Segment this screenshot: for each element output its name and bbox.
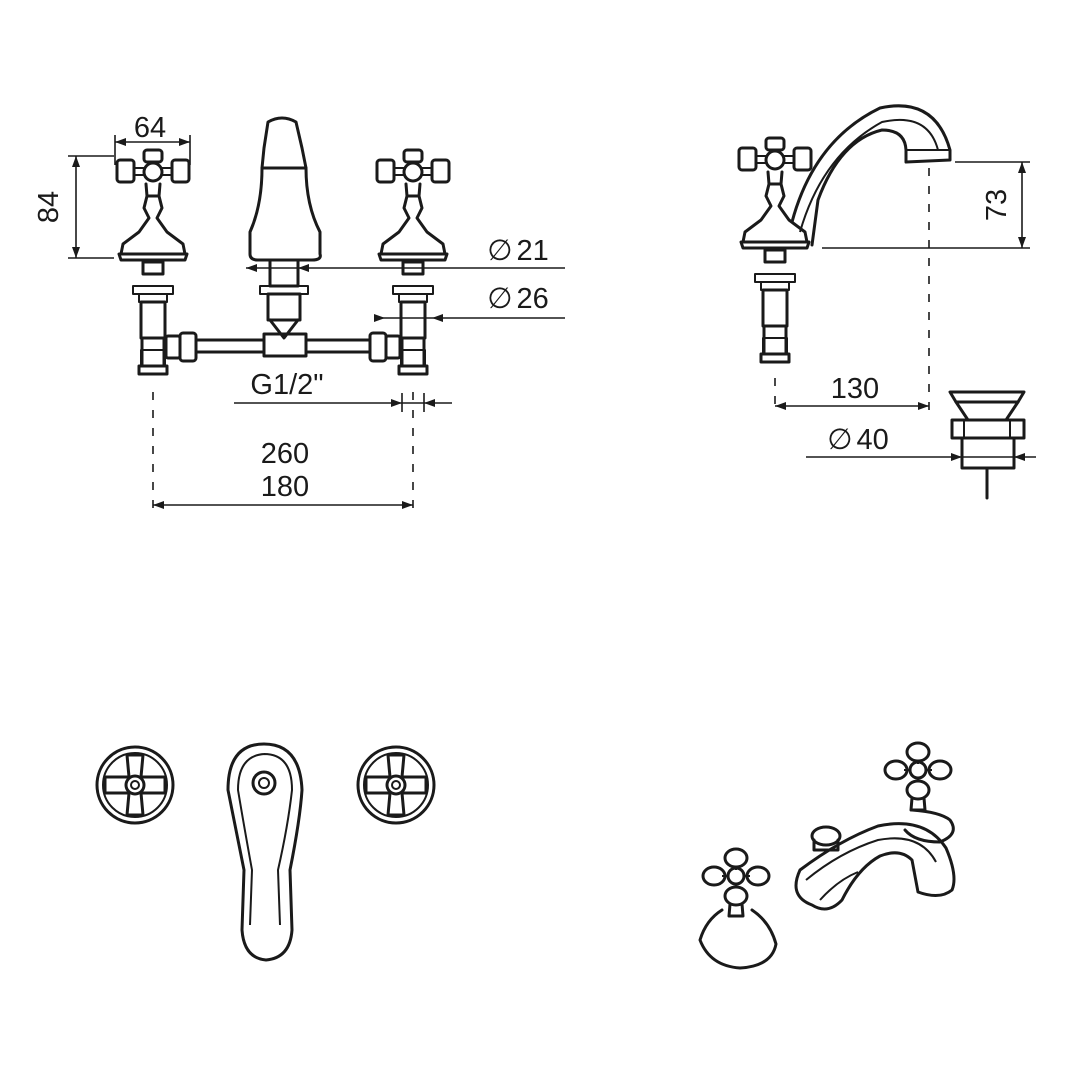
connecting-pipe <box>164 331 402 363</box>
dim-thread-g12: G1/2" <box>250 369 323 401</box>
drain-assembly <box>948 390 1026 500</box>
side-view: 73 130 ∅40 <box>737 104 1036 500</box>
dim-width-64: 64 <box>134 112 166 144</box>
dim-diameter-21: ∅21 <box>487 235 549 267</box>
iso-spout <box>794 822 956 911</box>
top-spout <box>226 742 304 962</box>
dim-overall-260: 260 <box>261 438 309 470</box>
top-view <box>95 742 436 962</box>
isometric-view <box>698 741 956 970</box>
dim-drain-diameter-40: ∅40 <box>827 424 889 456</box>
iso-front-handle <box>698 847 778 970</box>
front-view: 64 84 ∅21 ∅26 G1/2" 260 180 <box>33 112 565 510</box>
dim-spout-height-73: 73 <box>981 189 1013 221</box>
top-left-handle <box>95 745 175 825</box>
dim-diameter-26: ∅26 <box>487 283 549 315</box>
spout-front <box>248 116 322 340</box>
dim-overall-180: 180 <box>261 471 309 503</box>
dim-spout-reach-130: 130 <box>831 373 879 405</box>
side-valve-body <box>753 248 797 364</box>
right-cross-handle <box>375 148 451 262</box>
dim-height-84: 84 <box>33 191 65 223</box>
spout-side <box>790 104 952 247</box>
iso-back-handle <box>883 741 955 844</box>
left-cross-handle <box>115 148 191 262</box>
top-right-handle <box>356 745 436 825</box>
